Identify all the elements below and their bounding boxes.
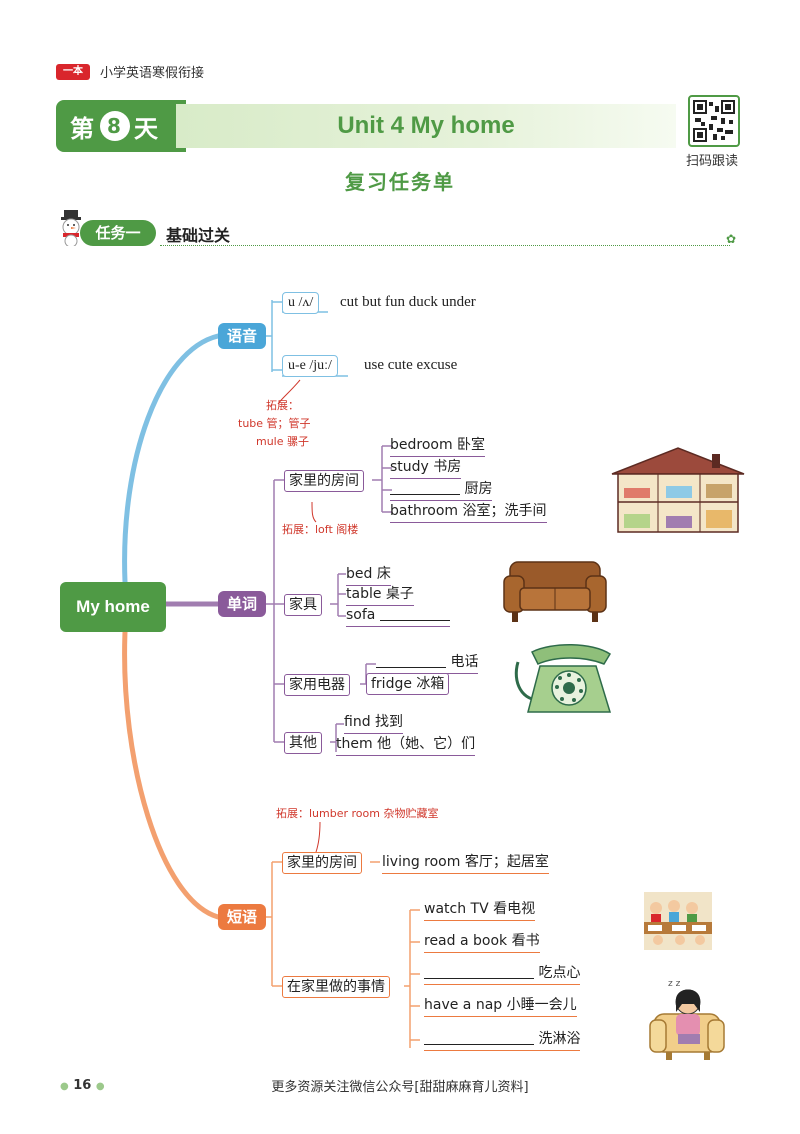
category-phrase-rooms: 家里的房间 [282,852,362,874]
series-title: 小学英语寒假衔接 [100,66,205,81]
flower-icon: ✿ [726,232,737,246]
day-number: 8 [100,111,130,141]
word-item: table 桌子 [346,584,414,606]
word-item-english: sofa [346,607,376,623]
phrase-item-meaning: 洗淋浴 [538,1031,581,1047]
phrase-item: watch TV 看电视 [424,899,536,921]
telephone-illustration [514,644,612,713]
rooms-extension: 拓展：loft 阁楼 [282,523,359,536]
unit-title: Unit 4 My home [337,112,515,139]
sound-extension-line: tube 管；管子 [238,417,311,430]
day-suffix: 天 [134,114,160,143]
svg-text:z z: z z [668,979,681,989]
dot-icon: ● [60,1081,69,1092]
word-item: bathroom 浴室；洗手间 [390,501,547,523]
sound-words-u: cut but fun duck under [340,294,476,310]
unit-title-bar: Unit 4 My home [176,104,676,148]
phrase-item-meaning: 吃点心 [538,965,581,981]
word-item: find 找到 [344,712,404,734]
task-divider [160,245,730,246]
category-furniture: 家具 [284,594,322,616]
fill-blank[interactable] [379,607,450,621]
children-reading-illustration [644,892,712,950]
review-title: 复习任务单 [345,170,455,194]
brand-tag: 一本 [56,64,90,80]
word-item-meaning: 电话 [450,654,479,670]
snowman-icon [61,210,81,246]
branch-words: 单词 [218,591,266,617]
phrase-item: read a book 看书 [424,931,540,953]
dot-icon: ● [95,1081,105,1092]
word-item: them 他（她、它）们 [336,734,476,756]
phrase-item-blank: 洗淋浴 [424,1029,581,1051]
category-others: 其他 [284,732,322,754]
word-item-meaning: 厨房 [464,481,493,497]
category-rooms: 家里的房间 [284,470,364,492]
phrase-item: have a nap 小睡一会儿 [424,995,577,1017]
qr-code-icon[interactable] [688,95,740,147]
sofa-illustration [503,561,607,622]
mindmap-root: My home [60,582,166,632]
branch-sound: 语音 [218,323,266,349]
sound-words-ue: use cute excuse [364,357,458,373]
word-item-blank: sofa [346,605,450,627]
word-item: study 书房 [390,457,462,479]
nap-illustration: z z [649,979,725,1060]
page-number: ● 16 ● [60,1078,105,1093]
sound-extension-title: 拓展： [266,399,299,412]
house-illustration [611,447,745,533]
word-item: fridge 冰箱 [366,673,450,695]
task-label: 任务一 [80,220,156,246]
fill-blank[interactable] [376,654,446,668]
page-number-text: 16 [73,1078,92,1093]
word-item: bedroom 卧室 [390,435,486,457]
footer-note: 更多资源关注微信公众号[甜甜麻麻育儿资料] [271,1080,529,1095]
category-phrase-activities: 在家里做的事情 [282,976,390,998]
category-appliances: 家用电器 [284,674,350,696]
word-item: bed 床 [346,564,391,586]
branch-phrases: 短语 [218,904,266,930]
qr-pattern [693,100,735,142]
qr-caption: 扫码跟读 [686,154,739,169]
day-prefix: 第 [70,114,96,143]
sound-pattern-ue: u-e /juː/ [282,355,338,377]
day-banner: 第 8 天 [56,100,186,152]
sound-pattern-u: u /ʌ/ [282,292,320,314]
fill-blank[interactable] [424,1031,534,1045]
word-item-blank: 厨房 [390,479,493,501]
sound-extension-line: mule 骡子 [256,435,310,448]
fill-blank[interactable] [390,481,460,495]
task-name: 基础过关 [166,226,231,245]
phrases-extension: 拓展：lumber room 杂物贮藏室 [276,807,439,820]
phrase-item: living room 客厅；起居室 [382,852,549,874]
fill-blank[interactable] [424,965,534,979]
phrase-item-blank: 吃点心 [424,963,581,985]
word-item-blank: 电话 [376,652,479,674]
